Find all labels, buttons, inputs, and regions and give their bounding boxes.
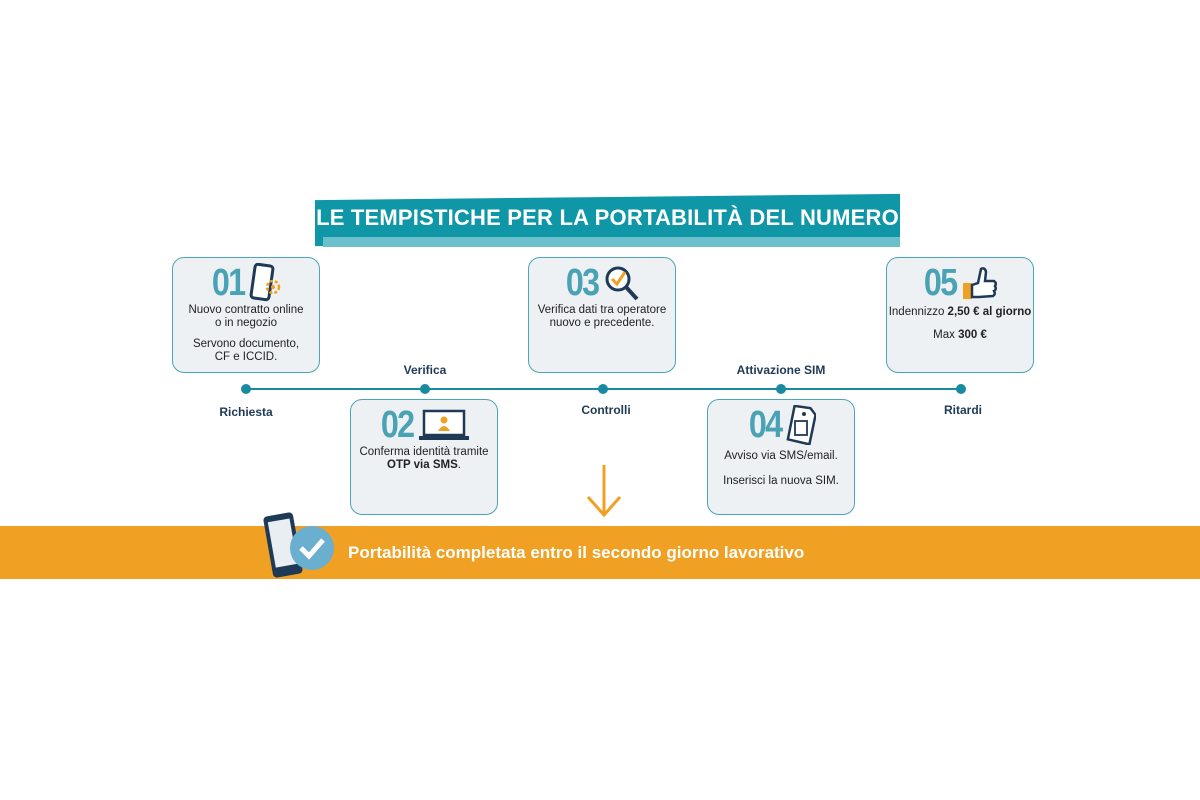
- laptop-user-icon: [419, 409, 470, 440]
- step-03-card: 03 Verifica dati tra operatore nuovo e p…: [528, 257, 676, 373]
- sim-card-icon: [786, 405, 817, 445]
- step-text: Max: [933, 329, 959, 341]
- page-title: LE TEMPISTICHE PER LA PORTABILITÀ DEL NU…: [316, 205, 899, 230]
- timeline-label-richiesta: Richiesta: [219, 405, 273, 419]
- timeline-dot: [956, 384, 966, 394]
- phone-check-icon: [263, 512, 334, 578]
- step-text-bold: OTP via SMS: [387, 459, 458, 471]
- phone-gear-icon: [249, 263, 281, 302]
- step-05-card: 05 Indennizzo 2,50 € al giorno Max 300 €: [886, 257, 1034, 373]
- arrow-down-icon: [586, 465, 622, 518]
- footer-text: Portabilità completata entro il secondo …: [348, 543, 805, 562]
- step-text: Inserisci la nuova SIM.: [723, 475, 839, 487]
- timeline-label-verifica: Verifica: [403, 363, 447, 377]
- step-text: .: [457, 459, 461, 471]
- step-text: o in negozio: [214, 317, 278, 329]
- thumbs-up-icon: [963, 267, 998, 299]
- timeline-dot: [776, 384, 786, 394]
- step-text: Indennizzo: [888, 306, 948, 318]
- step-number: 04: [748, 403, 783, 446]
- step-text: Nuovo contratto online: [188, 304, 304, 316]
- step-02-card: 02 Conferma identità tramite OTP via SMS…: [350, 399, 498, 515]
- step-text: Servono documento,: [192, 338, 300, 350]
- timeline-label-ritardi: Ritardi: [943, 403, 983, 417]
- step-text: Avviso via SMS/email.: [724, 450, 838, 462]
- timeline-label-attivazione: Attivazione SIM: [736, 363, 826, 377]
- step-04-card: 04 Avviso via SMS/email. Inserisci la nu…: [707, 399, 855, 515]
- step-number: 05: [923, 261, 958, 304]
- step-text: Conferma identità tramite: [359, 446, 489, 458]
- timeline-label-controlli: Controlli: [581, 403, 631, 417]
- timeline-dot: [598, 384, 608, 394]
- step-text: CF e ICCID.: [214, 351, 278, 363]
- step-text: Verifica dati tra operatore: [537, 304, 667, 316]
- step-text-bold: 2,50 € al giorno: [947, 306, 1032, 318]
- step-number: 02: [380, 403, 415, 446]
- magnifier-check-icon: [605, 266, 639, 301]
- step-text: nuovo e precedente.: [549, 317, 655, 329]
- step-text-bold: 300 €: [958, 329, 987, 341]
- step-01-card: 01 Nuovo contratto online o in negozio S…: [172, 257, 320, 373]
- title-banner: LE TEMPISTICHE PER LA PORTABILITÀ DEL NU…: [315, 193, 900, 251]
- timeline-dot: [241, 384, 251, 394]
- footer-band: [0, 526, 1200, 579]
- step-number: 03: [565, 261, 600, 304]
- step-number: 01: [211, 261, 246, 304]
- timeline-dot: [420, 384, 430, 394]
